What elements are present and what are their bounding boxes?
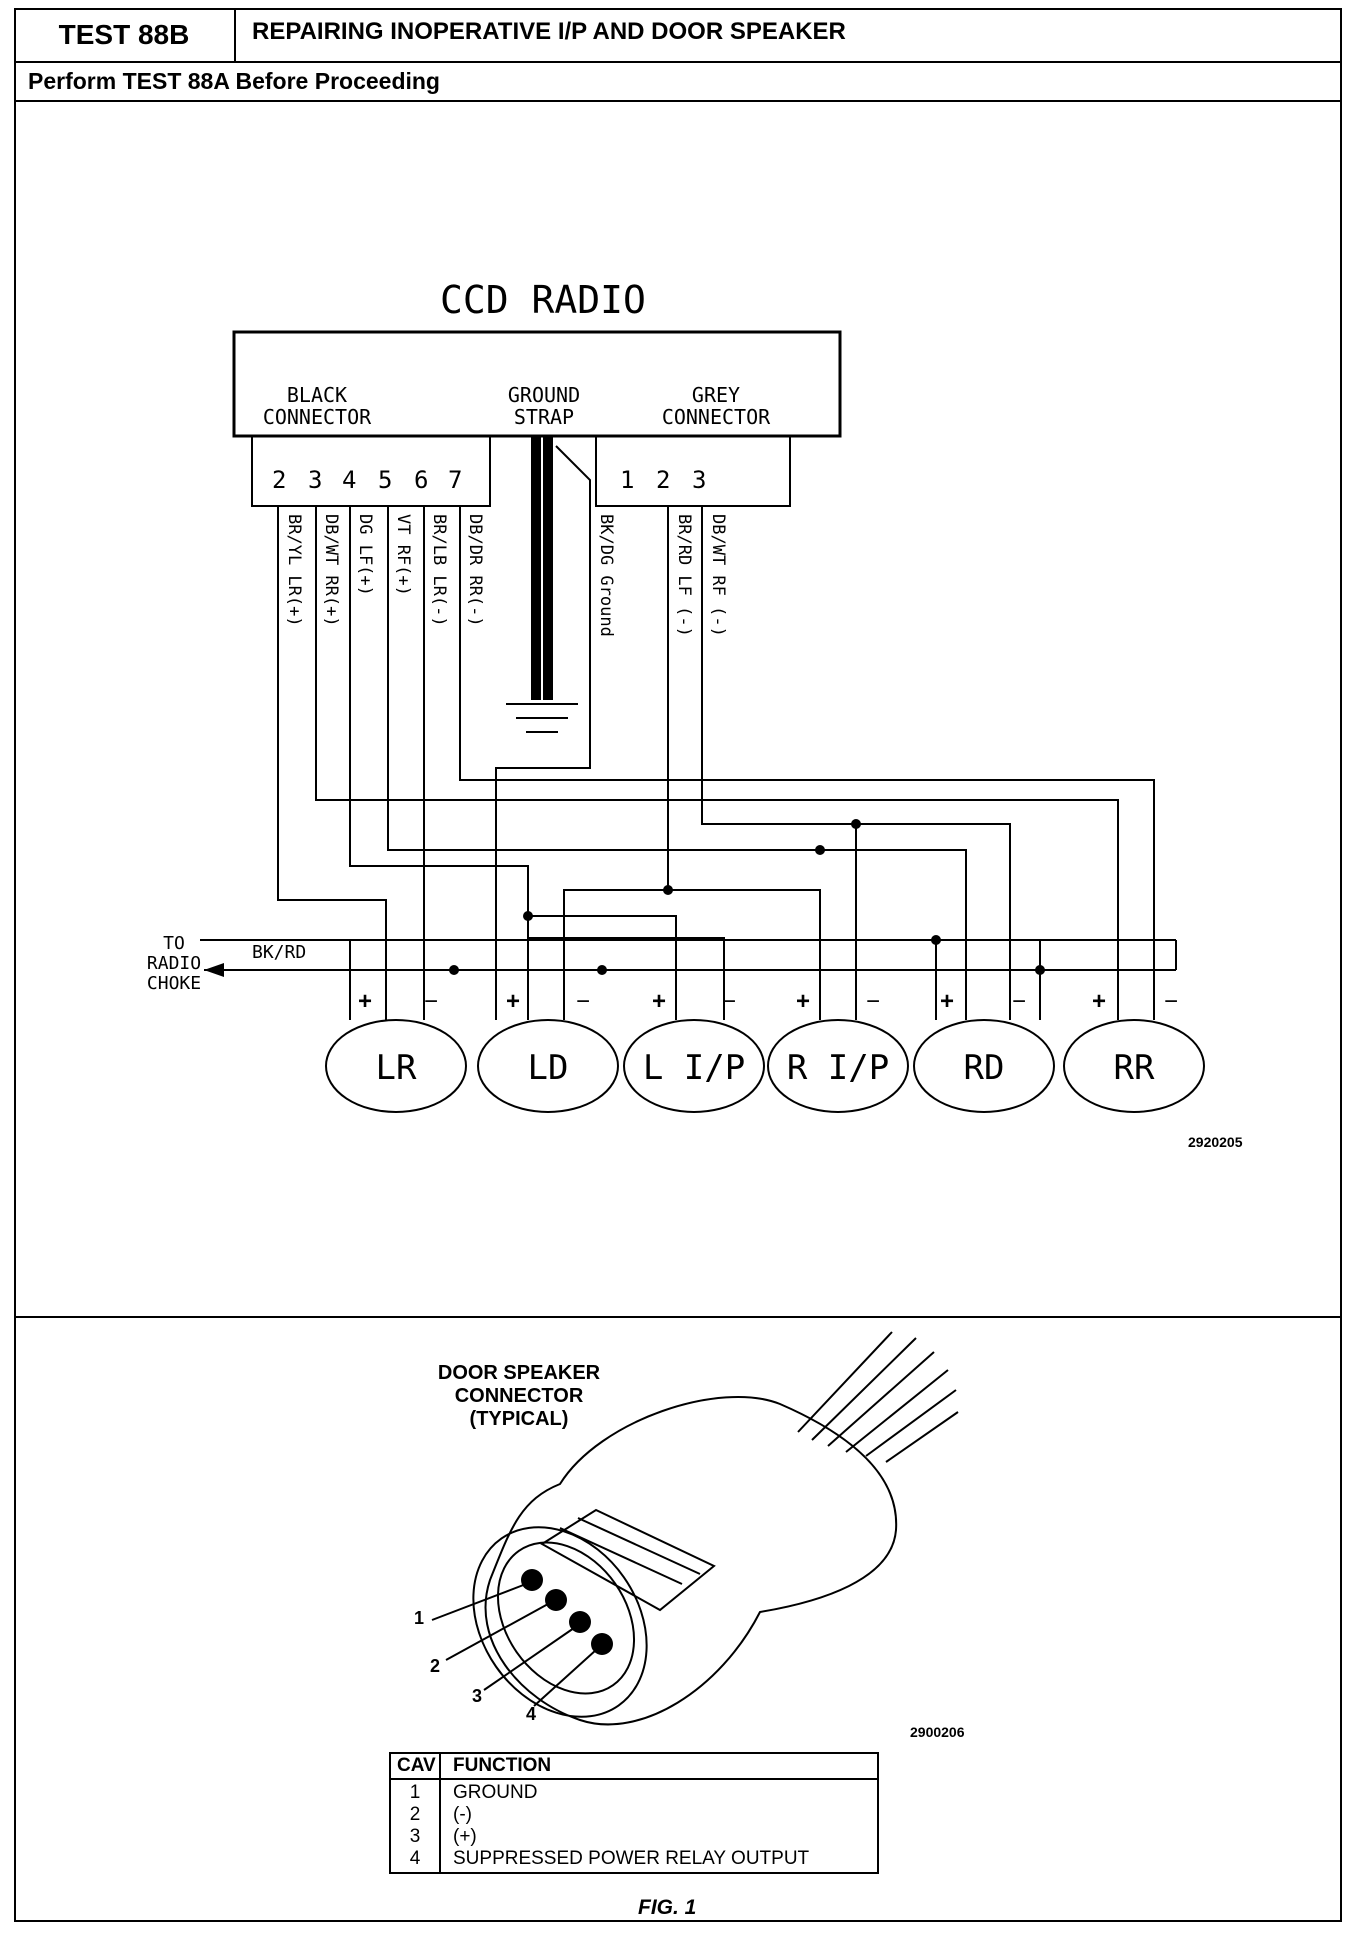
speaker-label-lr: LR bbox=[375, 1048, 417, 1088]
speaker-label-l-ip: L I/P bbox=[642, 1048, 746, 1088]
header-row: TEST 88B REPAIRING INOPERATIVE I/P AND D… bbox=[14, 8, 1342, 63]
table-cell: SUPPRESSED POWER RELAY OUTPUT bbox=[453, 1848, 810, 1869]
diagram1-ref-number: 2920205 bbox=[1188, 1134, 1243, 1150]
table-header: CAV FUNCTION bbox=[391, 1754, 877, 1780]
plus-rd: + bbox=[940, 988, 955, 1015]
plus-r-ip: + bbox=[796, 988, 811, 1015]
plus-rr: + bbox=[1092, 988, 1107, 1015]
table-cell: 1 bbox=[409, 1782, 421, 1803]
black-connector bbox=[251, 435, 491, 507]
table-body: 1 2 3 4 GROUND (-) (+) SUPPRESSED POWER … bbox=[391, 1780, 877, 1872]
speaker-label-r-ip: R I/P bbox=[786, 1048, 890, 1088]
wire-label-db-dr: DB/DR RR(-) bbox=[465, 514, 485, 627]
wire-label-db-wt-rf: DB/WT RF (-) bbox=[708, 514, 728, 637]
prerequisite-note: Perform TEST 88A Before Proceeding bbox=[28, 68, 440, 94]
speaker-label-rr: RR bbox=[1113, 1048, 1155, 1088]
wire-label-br-rd: BR/RD LF (-) bbox=[674, 514, 694, 637]
radio-choke-label: TO RADIO CHOKE bbox=[146, 933, 202, 994]
table-cell: (+) bbox=[453, 1826, 477, 1847]
speaker-label-ld: LD bbox=[527, 1048, 569, 1088]
speaker-r-ip bbox=[767, 1019, 909, 1113]
minus-lr: − bbox=[424, 988, 439, 1015]
speaker-rr bbox=[1063, 1019, 1205, 1113]
callout-4: 4 bbox=[526, 1704, 537, 1724]
speaker-ld bbox=[477, 1019, 619, 1113]
radio-title: CCD RADIO bbox=[440, 278, 646, 322]
door-connector-title: DOOR SPEAKER CONNECTOR (TYPICAL) bbox=[437, 1362, 601, 1430]
minus-r-ip: − bbox=[866, 988, 881, 1015]
section-divider bbox=[14, 1316, 1342, 1318]
table-cell: (-) bbox=[453, 1804, 472, 1825]
wire-label-br-lb: BR/LB LR(-) bbox=[429, 514, 449, 627]
callout-1: 1 bbox=[414, 1608, 425, 1628]
grey-connector-label: GREY CONNECTOR bbox=[661, 383, 771, 429]
wire-label-ground: BK/DG Ground bbox=[596, 514, 616, 637]
cav-column: 1 2 3 4 bbox=[391, 1780, 441, 1872]
table-cell: 3 bbox=[409, 1826, 421, 1847]
black-connector-label: BLACK CONNECTOR bbox=[262, 383, 372, 429]
cavity-function-table: CAV FUNCTION 1 2 3 4 GROUND (-) (+) SUPP… bbox=[389, 1752, 879, 1874]
door-connector-illustration bbox=[472, 1331, 959, 1726]
speaker-label-rd: RD bbox=[963, 1048, 1005, 1088]
test-title: REPAIRING INOPERATIVE I/P AND DOOR SPEAK… bbox=[252, 18, 846, 45]
plus-ld: + bbox=[506, 988, 521, 1015]
speaker-lr bbox=[325, 1019, 467, 1113]
wire-label-db-wt-rr: DB/WT RR(+) bbox=[321, 514, 341, 627]
minus-rd: − bbox=[1012, 988, 1027, 1015]
plus-lr: + bbox=[358, 988, 373, 1015]
grey-connector bbox=[595, 435, 791, 507]
function-column: GROUND (-) (+) SUPPRESSED POWER RELAY OU… bbox=[441, 1780, 877, 1872]
table-cell: 4 bbox=[409, 1848, 421, 1869]
minus-ld: − bbox=[576, 988, 591, 1015]
test-id: TEST 88B bbox=[14, 8, 236, 61]
wire-label-vt: VT RF(+) bbox=[393, 514, 413, 596]
callout-3: 3 bbox=[472, 1686, 483, 1706]
table-cell: 2 bbox=[409, 1804, 421, 1825]
page-frame bbox=[14, 8, 1342, 1922]
table-cell: GROUND bbox=[453, 1782, 538, 1803]
minus-rr: − bbox=[1164, 988, 1179, 1015]
callout-2: 2 bbox=[430, 1656, 441, 1676]
header-divider bbox=[14, 100, 1342, 102]
choke-wire-label: BK/RD bbox=[252, 942, 307, 963]
wire-label-dg: DG LF(+) bbox=[355, 514, 375, 596]
speaker-l-ip bbox=[623, 1019, 765, 1113]
minus-l-ip: − bbox=[722, 988, 737, 1015]
speaker-rd bbox=[913, 1019, 1055, 1113]
diagram2-ref-number: 2900206 bbox=[910, 1724, 965, 1740]
wire-label-br-yl: BR/YL LR(+) bbox=[284, 514, 304, 627]
plus-l-ip: + bbox=[652, 988, 667, 1015]
figure-caption: FIG. 1 bbox=[638, 1896, 697, 1919]
ground-strap-label: GROUND STRAP bbox=[507, 383, 581, 429]
